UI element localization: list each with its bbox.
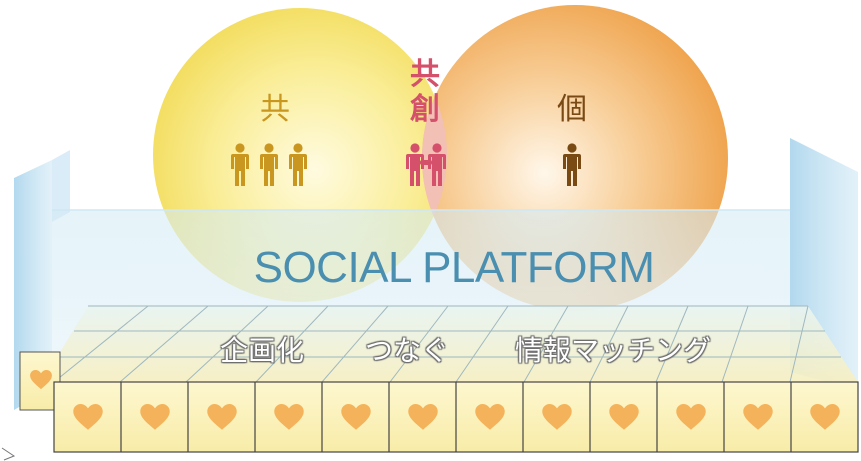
back-tile	[19, 351, 61, 411]
keyword-matching: 情報マッチング	[515, 334, 712, 367]
platform-title: SOCIAL PLATFORM	[253, 243, 655, 292]
venn-right-label: 個	[557, 92, 587, 127]
handshake-icon	[406, 143, 446, 186]
corner-mark	[1, 447, 16, 461]
keyword-connect: つなぐ	[365, 334, 450, 367]
platform-side-left	[14, 150, 70, 410]
venn-middle-label-line1: 共	[410, 57, 440, 92]
venn-middle-label-line2: 創	[410, 92, 440, 127]
venn-left-label: 共	[260, 92, 290, 127]
platform-floor-grid	[42, 305, 858, 383]
keyword-planning: 企画化	[220, 334, 305, 367]
tile-row	[53, 381, 859, 453]
